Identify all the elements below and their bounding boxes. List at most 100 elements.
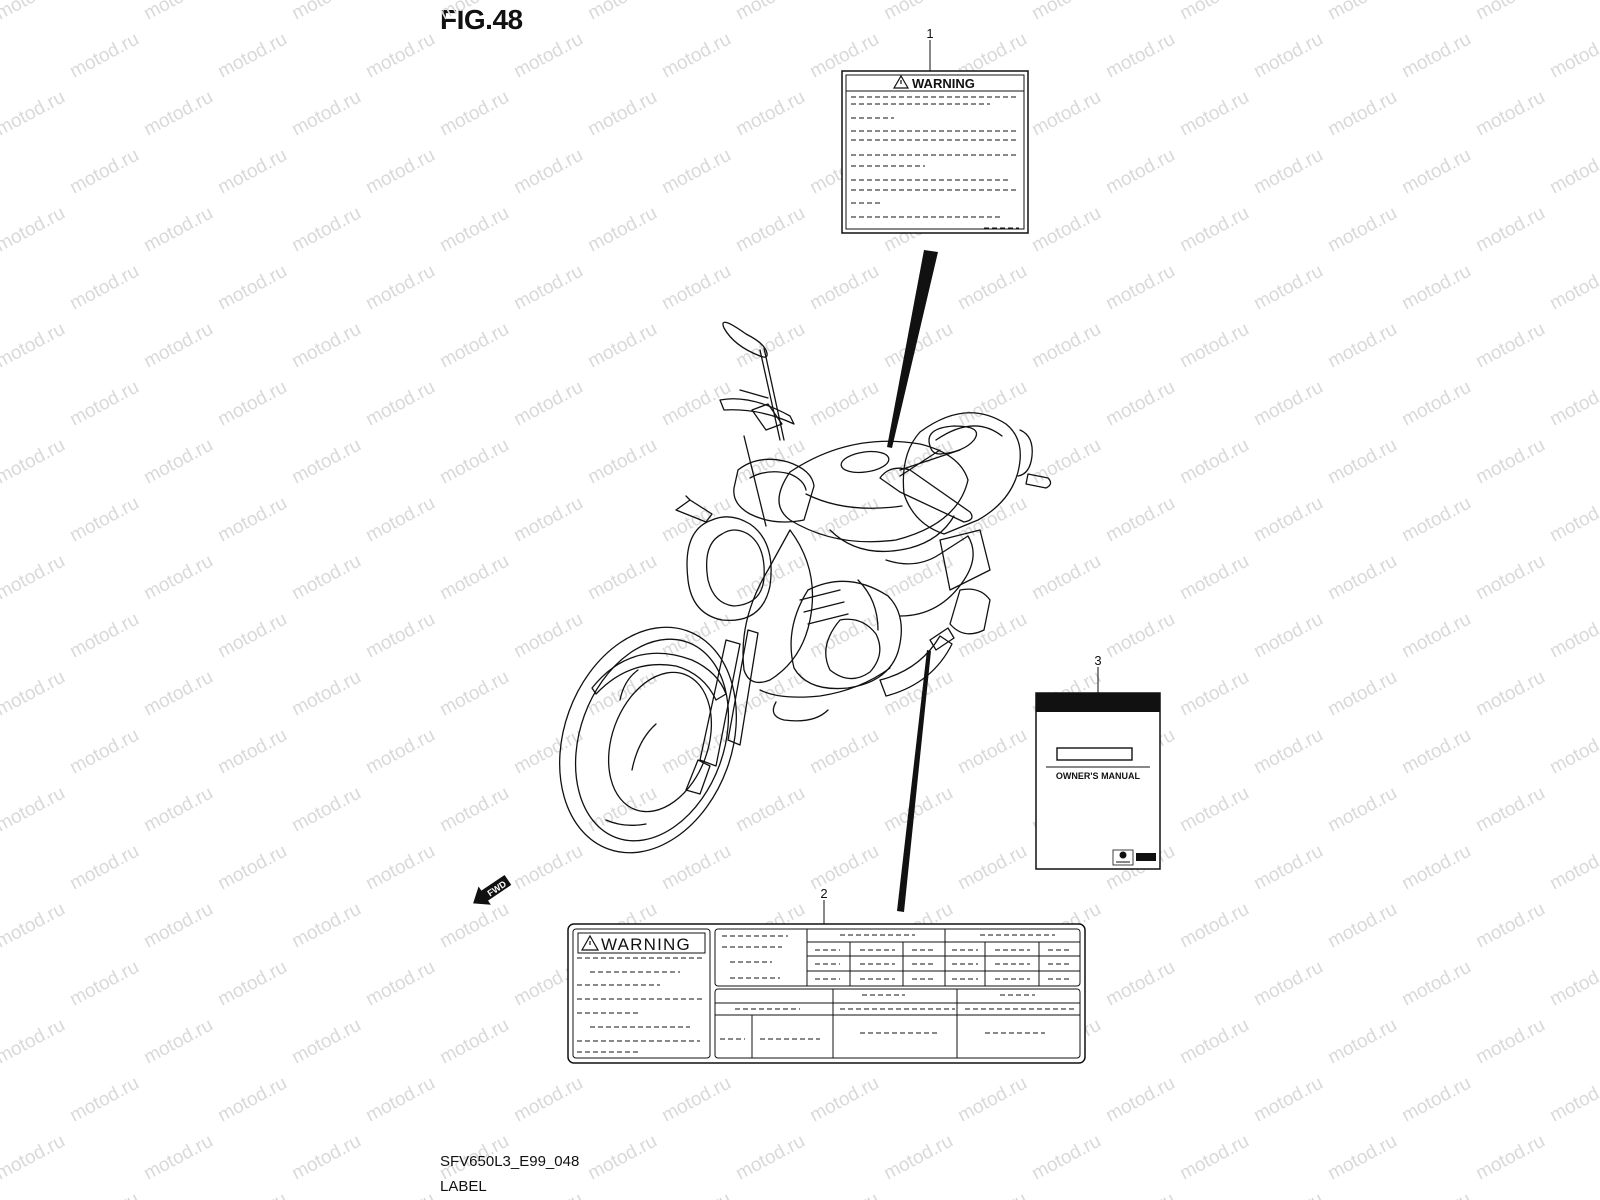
watermark-text: motod.ru: [658, 1073, 734, 1127]
watermark-text: motod.ru: [214, 1189, 290, 1200]
warning-triangle-icon: [892, 74, 910, 89]
watermark-text: motod.ru: [66, 493, 142, 547]
figure-name: LABEL: [440, 1178, 487, 1195]
watermark-text: motod.ru: [140, 1131, 216, 1185]
watermark-text: motod.ru: [140, 435, 216, 489]
watermark-text: motod.ru: [1028, 1131, 1104, 1185]
watermark-text: motod.ru: [1028, 551, 1104, 605]
watermark-text: motod.ru: [1250, 957, 1326, 1011]
watermark-text: motod.ru: [1324, 319, 1400, 373]
watermark-text: motod.ru: [1398, 493, 1474, 547]
watermark-text: motod.ru: [1250, 261, 1326, 315]
watermark-text: motod.ru: [1398, 957, 1474, 1011]
watermark-text: motod.ru: [66, 841, 142, 895]
watermark-text: motod.ru: [510, 377, 586, 431]
watermark-text: motod.ru: [66, 261, 142, 315]
watermark-text: motod.ru: [362, 377, 438, 431]
watermark-text: motod.ru: [214, 1073, 290, 1127]
watermark-text: motod.ru: [1250, 377, 1326, 431]
watermark-text: motod.ru: [1176, 551, 1252, 605]
watermark-text: motod.ru: [1324, 0, 1400, 24]
watermark-text: motod.ru: [1472, 87, 1548, 141]
watermark-text: motod.ru: [140, 87, 216, 141]
watermark-text: motod.ru: [66, 145, 142, 199]
watermark-text: motod.ru: [1472, 783, 1548, 837]
watermark-text: motod.ru: [1028, 203, 1104, 257]
watermark-text: motod.ru: [1546, 725, 1600, 779]
watermark-text: motod.ru: [954, 493, 1030, 547]
watermark-text: motod.ru: [66, 725, 142, 779]
watermark-text: motod.ru: [362, 261, 438, 315]
watermark-text: motod.ru: [584, 203, 660, 257]
watermark-text: motod.ru: [658, 29, 734, 83]
watermark-text: motod.ru: [436, 0, 512, 24]
watermark-text: motod.ru: [1250, 841, 1326, 895]
watermark-text: motod.ru: [362, 957, 438, 1011]
watermark-text: motod.ru: [1324, 899, 1400, 953]
watermark-text: motod.ru: [214, 261, 290, 315]
watermark-text: motod.ru: [954, 725, 1030, 779]
watermark-text: motod.ru: [732, 1131, 808, 1185]
watermark-text: motod.ru: [510, 145, 586, 199]
watermark-text: motod.ru: [1398, 1073, 1474, 1127]
watermark-text: motod.ru: [806, 261, 882, 315]
watermark-text: motod.ru: [66, 29, 142, 83]
watermark-text: motod.ru: [658, 261, 734, 315]
suzuki-logo-icon: [1112, 849, 1134, 866]
watermark-text: motod.ru: [1472, 0, 1548, 24]
watermark-text: motod.ru: [140, 667, 216, 721]
table-text-lines: [720, 934, 1075, 1040]
watermark-text: motod.ru: [1324, 1015, 1400, 1069]
watermark-text: motod.ru: [1176, 1131, 1252, 1185]
motorcycle-illustration: [559, 321, 1052, 854]
watermark-text: motod.ru: [0, 1015, 69, 1069]
watermark-text: motod.ru: [362, 1073, 438, 1127]
watermark-text: motod.ru: [806, 725, 882, 779]
watermark-text: motod.ru: [436, 1015, 512, 1069]
watermark-text: motod.ru: [140, 899, 216, 953]
watermark-text: motod.ru: [362, 609, 438, 663]
watermark-text: motod.ru: [140, 203, 216, 257]
watermark-text: motod.ru: [1176, 0, 1252, 24]
watermark-text: motod.ru: [1324, 667, 1400, 721]
watermark-text: motod.ru: [806, 377, 882, 431]
watermark-text: motod.ru: [1028, 319, 1104, 373]
watermark-text: motod.ru: [954, 1073, 1030, 1127]
watermark-text: motod.ru: [1472, 435, 1548, 489]
watermark-text: motod.ru: [1398, 609, 1474, 663]
owners-manual-label: OWNER'S MANUAL: [1035, 692, 1161, 870]
watermark-text: motod.ru: [732, 87, 808, 141]
watermark-text: motod.ru: [1546, 377, 1600, 431]
watermark-text: motod.ru: [1028, 435, 1104, 489]
watermark-text: motod.ru: [806, 493, 882, 547]
watermark-text: motod.ru: [362, 725, 438, 779]
watermark-text: motod.ru: [806, 1189, 882, 1200]
watermark-text: motod.ru: [140, 551, 216, 605]
callout-number: 1: [926, 26, 933, 41]
watermark-text: motod.ru: [1250, 1073, 1326, 1127]
watermark-text: motod.ru: [214, 377, 290, 431]
watermark-text: motod.ru: [1176, 667, 1252, 721]
watermark-text: motod.ru: [1324, 435, 1400, 489]
watermark-text: motod.ru: [1472, 203, 1548, 257]
tire-pressure-table: [714, 928, 1081, 987]
watermark-text: motod.ru: [436, 551, 512, 605]
watermark-text: motod.ru: [1546, 609, 1600, 663]
watermark-text: motod.ru: [1398, 261, 1474, 315]
watermark-text: motod.ru: [954, 261, 1030, 315]
watermark-text: motod.ru: [66, 377, 142, 431]
watermark-text: motod.ru: [806, 1073, 882, 1127]
watermark-text: motod.ru: [954, 377, 1030, 431]
watermark-text: motod.ru: [288, 435, 364, 489]
watermark-text: motod.ru: [1398, 841, 1474, 895]
warning-label-small: WARNING: [841, 70, 1029, 234]
watermark-text: motod.ru: [1250, 145, 1326, 199]
watermark-text: motod.ru: [732, 203, 808, 257]
watermark-text: motod.ru: [1176, 899, 1252, 953]
watermark-text: motod.ru: [806, 841, 882, 895]
watermark-text: motod.ru: [436, 203, 512, 257]
watermark-text: motod.ru: [1028, 87, 1104, 141]
watermark-text: motod.ru: [214, 493, 290, 547]
